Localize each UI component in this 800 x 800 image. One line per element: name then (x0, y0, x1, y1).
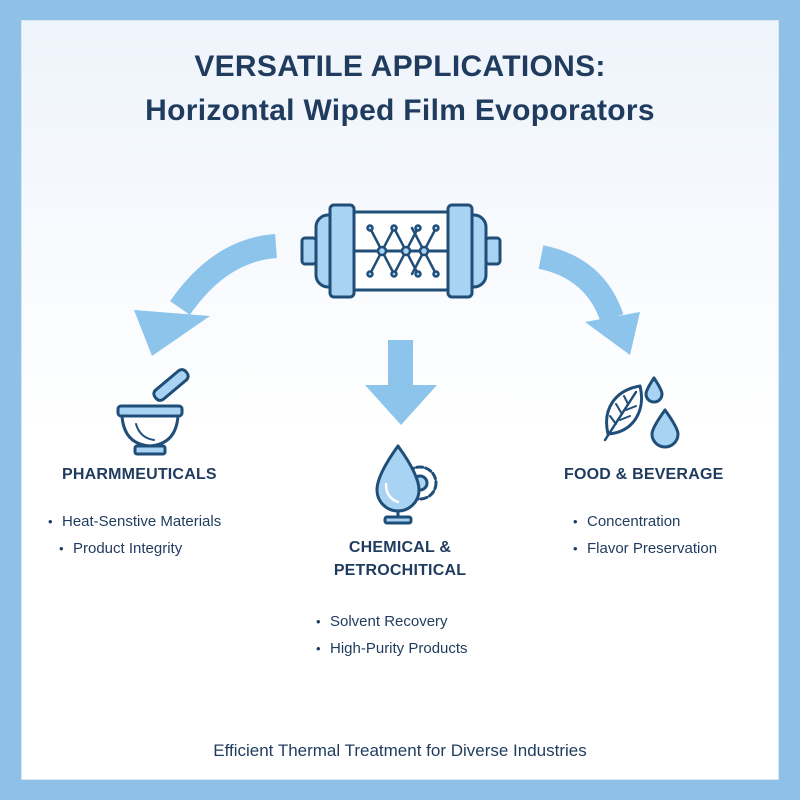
drop-gear-icon (375, 444, 438, 525)
title-line-1: VERSATILE APPLICATIONS: (194, 50, 606, 83)
chemical-bullets: Solvent Recovery High-Purity Products (316, 608, 468, 662)
arrow-left (134, 234, 278, 356)
food-bullets: Concentration Flavor Preservation (573, 508, 717, 562)
chemical-heading-line-2: PETROCHITICAL (333, 562, 467, 579)
pharma-bullets: Heat-Senstive Materials Product Integrit… (48, 508, 221, 562)
pharma-heading: PHARMMEUTICALS (62, 466, 217, 483)
chemical-heading-line-1: CHEMICAL & (348, 539, 452, 556)
list-item: Concentration (573, 508, 717, 535)
list-item: High-Purity Products (316, 635, 468, 662)
list-item: Product Integrity (48, 535, 221, 562)
leaf-drops-icon (603, 376, 680, 449)
list-item: Flavor Preservation (573, 535, 717, 562)
food-heading: FOOD & BEVERAGE (564, 466, 724, 483)
horizontal-evaporator-icon (300, 203, 502, 299)
mortar-pestle-icon (116, 368, 190, 456)
arrow-center (365, 340, 437, 425)
title-line-2: Horizontal Wiped Film Evoporators (145, 94, 655, 127)
list-item: Heat-Senstive Materials (48, 508, 221, 535)
footer-caption: Efficient Thermal Treatment for Diverse … (213, 741, 587, 760)
arrow-right (538, 245, 640, 355)
list-item: Solvent Recovery (316, 608, 468, 635)
